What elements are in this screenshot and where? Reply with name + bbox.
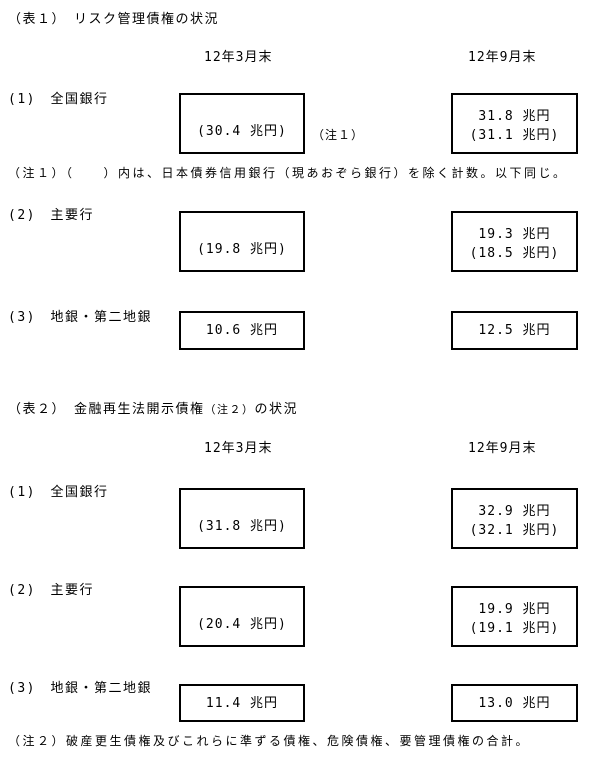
table2-row3-label: (3) 地銀・第二地銀 (8, 681, 152, 696)
table2-row1-label: (1) 全国銀行 (8, 485, 109, 500)
value-line: 31.8 兆円 (478, 109, 551, 124)
value-line: (30.4 兆円) (197, 124, 287, 139)
value-line: (32.1 兆円) (469, 523, 560, 538)
table2-column-header-march: 12年3月末 (204, 441, 273, 456)
table1-column-header-september: 12年9月末 (468, 50, 537, 65)
value-line: (19.8 兆円) (197, 242, 287, 257)
table2-row2-label: (2) 主要行 (8, 583, 94, 598)
table1-row2-label: (2) 主要行 (8, 208, 94, 223)
table1-row3-march-box: 10.6 兆円 (179, 311, 305, 350)
value-line: 12.5 兆円 (478, 323, 551, 338)
table1-row2-september-box: 19.3 兆円 (18.5 兆円) (451, 211, 578, 272)
table1-footnote: （注１）（ ）内は、日本債券信用銀行（現あおぞら銀行）を除く計数。以下同じ。 (8, 166, 568, 180)
value-line: (31.1 兆円) (469, 128, 560, 143)
value-line: (31.8 兆円) (197, 519, 287, 534)
value-line: (18.5 兆円) (469, 246, 560, 261)
table2-title-post: の状況 (254, 402, 299, 417)
table2-row1-march-box: (31.8 兆円) (179, 488, 305, 549)
value-line: (19.1 兆円) (469, 621, 560, 636)
value-line: 19.9 兆円 (478, 602, 551, 617)
table2-row2-september-box: 19.9 兆円 (19.1 兆円) (451, 586, 578, 647)
table1-row3-label: (3) 地銀・第二地銀 (8, 310, 152, 325)
value-line: 13.0 兆円 (478, 695, 551, 711)
table1-row1-side-note: （注１） (312, 128, 365, 142)
value-line: 19.3 兆円 (478, 227, 551, 242)
table2-footnote: （注２）破産更生債権及びこれらに準ずる債権、危険債権、要管理債権の合計。 (8, 734, 531, 748)
table2-row3-march-box: 11.4 兆円 (179, 684, 305, 722)
table1-row1-label: (1) 全国銀行 (8, 92, 109, 107)
table1-row1-september-box: 31.8 兆円 (31.1 兆円) (451, 93, 578, 154)
value-line: 11.4 兆円 (205, 695, 279, 711)
table1-row3-september-box: 12.5 兆円 (451, 311, 578, 350)
table2-title-note-ref: （注２） (204, 403, 255, 416)
table1-column-header-march: 12年3月末 (204, 50, 273, 65)
table1-row2-march-box: (19.8 兆円) (179, 211, 305, 272)
value-line: 10.6 兆円 (205, 323, 279, 338)
table2-title: （表２） 金融再生法開示債権（注２）の状況 (8, 398, 298, 417)
value-line: (20.4 兆円) (197, 617, 287, 632)
table2-title-pre: （表２） 金融再生法開示債権 (8, 402, 205, 417)
table2-column-header-september: 12年9月末 (468, 441, 537, 456)
value-line: 32.9 兆円 (478, 504, 551, 519)
table1-title: （表１） リスク管理債権の状況 (8, 12, 220, 27)
table2-row1-september-box: 32.9 兆円 (32.1 兆円) (451, 488, 578, 549)
table1-row1-march-box: (30.4 兆円) (179, 93, 305, 154)
table2-row3-september-box: 13.0 兆円 (451, 684, 578, 722)
table2-row2-march-box: (20.4 兆円) (179, 586, 305, 647)
